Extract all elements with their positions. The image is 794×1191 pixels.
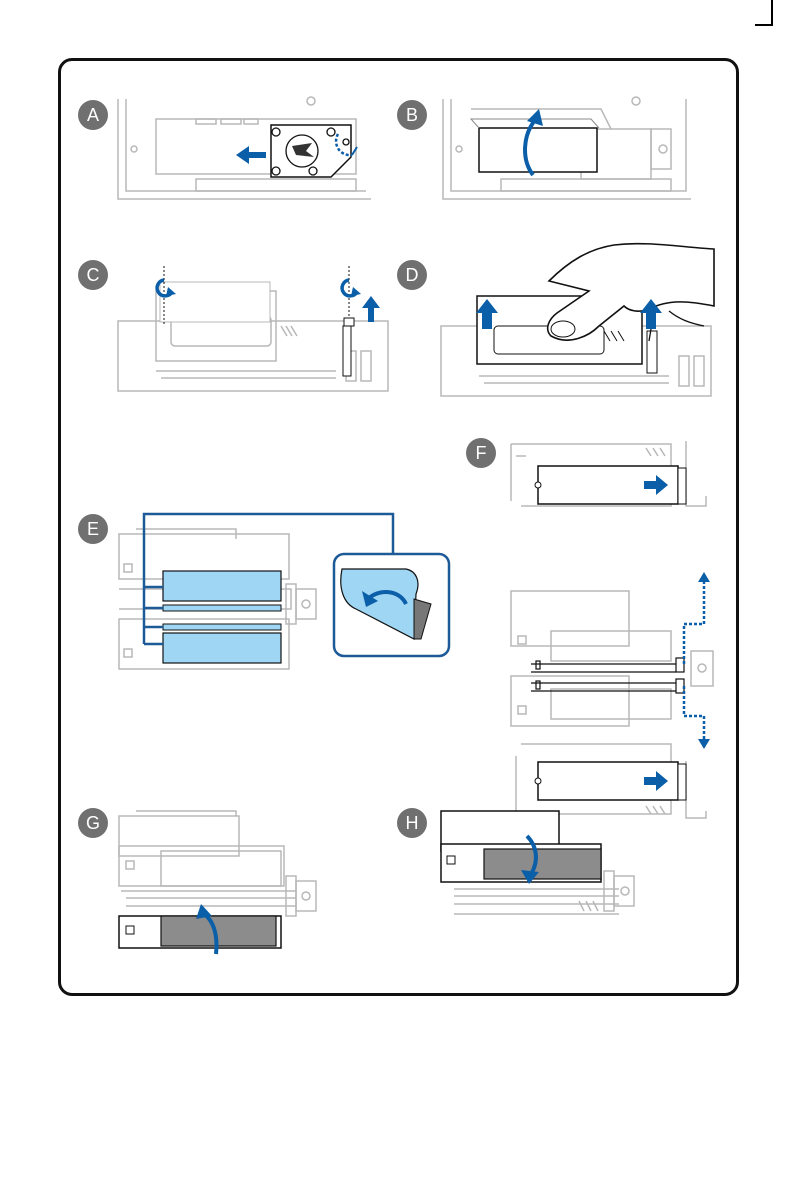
step-badge-b: B: [397, 100, 427, 130]
ssd-gray-block: [161, 916, 276, 946]
dotted-arrow-icon: [684, 686, 704, 739]
instruction-frame: A B: [58, 58, 739, 996]
panel-b-illustration: [441, 99, 701, 209]
step-badge-h: H: [397, 808, 427, 838]
panel-g-illustration: [116, 806, 346, 956]
arrow-left-icon: [236, 146, 266, 164]
step-badge-a: A: [78, 100, 108, 130]
ssd-gray-block: [484, 849, 601, 879]
thermal-pad-top: [163, 571, 281, 601]
panel-f-illustration: [506, 436, 726, 796]
panel-a-illustration: [116, 99, 376, 209]
panel-d-illustration: [439, 241, 719, 401]
step-badge-c: C: [78, 260, 108, 290]
panel-c-illustration: [116, 256, 396, 396]
panel-h-illustration: [439, 806, 669, 926]
arrow-up-icon: [362, 296, 380, 322]
heatsink-lifted: [479, 128, 597, 172]
step-badge-g: G: [78, 808, 108, 838]
thermal-pad-bottom: [163, 633, 281, 663]
thermal-pad-middle-2: [163, 624, 281, 630]
crop-mark-vertical: [771, 0, 773, 26]
step-badge-e: E: [78, 514, 108, 544]
step-badge-d: D: [397, 260, 427, 290]
step-badge-f: F: [466, 438, 496, 468]
crop-mark-horizontal: [755, 24, 771, 26]
panel-e-illustration: [116, 509, 456, 679]
thermal-pad-middle-1: [163, 605, 281, 611]
